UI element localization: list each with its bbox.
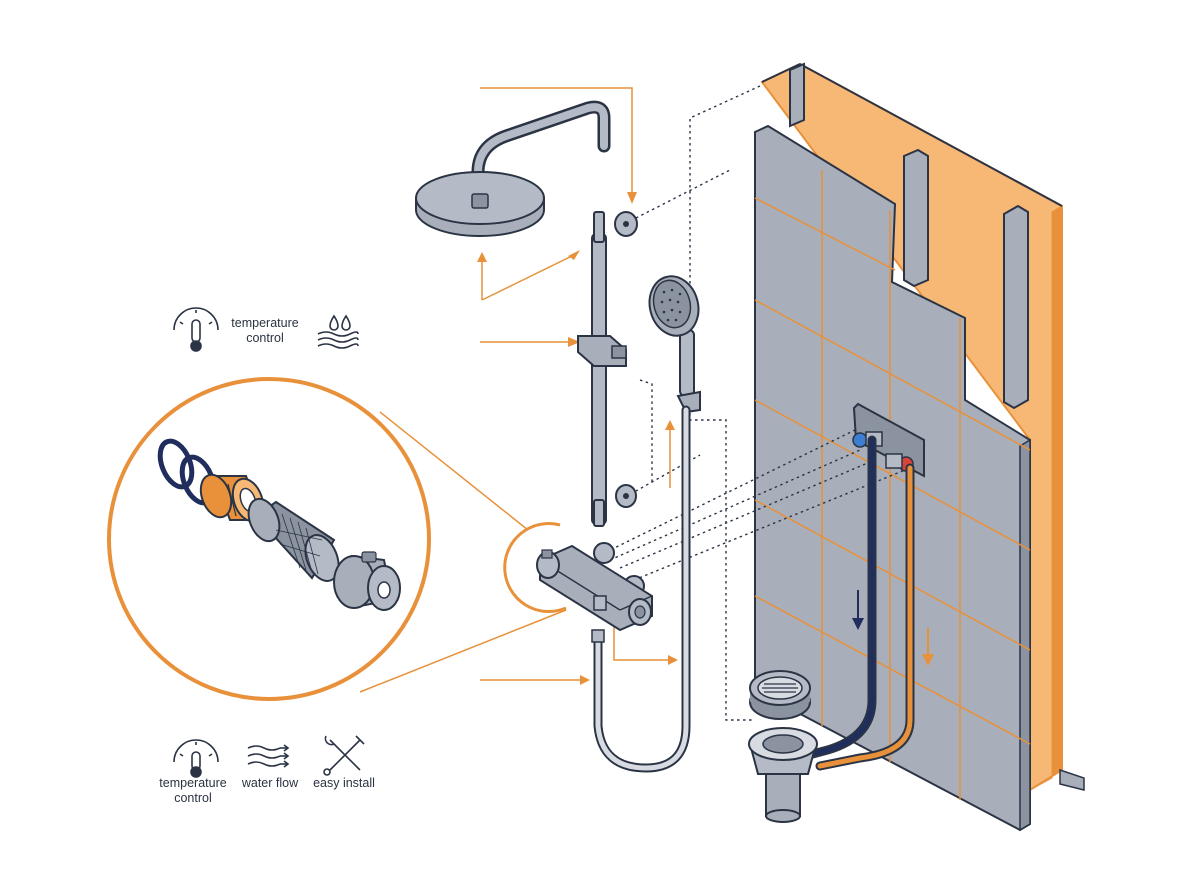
insulation-board-edge: [1029, 205, 1063, 791]
handle-cap: [333, 551, 401, 611]
cold-inlet: [852, 432, 868, 448]
floor-drain-grate: [749, 670, 811, 720]
floor-bracket: [1059, 768, 1085, 791]
easy-install-label: easy install: [299, 776, 389, 791]
wall-flange-top: [614, 211, 638, 237]
wall-flange-bottom: [615, 484, 637, 508]
temperature-control-bottom-line2: control: [174, 791, 212, 805]
rain-shower-head: [415, 100, 611, 237]
installation-guide-lines: [599, 85, 906, 721]
slide-rail: [577, 211, 627, 527]
mixer-highlight-arc: [503, 522, 567, 614]
water-flow-icon: [247, 744, 290, 768]
thermometer-gauge-icon-bottom: [173, 739, 219, 778]
wall-studs: [789, 62, 1029, 410]
wall-assembly: [748, 62, 1085, 832]
temperature-control-label-bottom: temperature control: [148, 776, 238, 806]
temperature-control-top-line2: control: [246, 331, 284, 345]
tiled-wall-panel-edge: [1019, 438, 1031, 832]
easy-install-text: easy install: [313, 776, 375, 790]
shower-hose: [591, 405, 691, 773]
thermometer-gauge-icon: [173, 307, 219, 352]
tools-icon: [323, 735, 365, 776]
temperature-control-top-line1: temperature: [231, 316, 299, 330]
drain-trap: [748, 727, 818, 823]
hand-shower: [648, 275, 701, 414]
water-flow-text: water flow: [241, 776, 299, 790]
mesh-filter: [247, 497, 340, 582]
tile-grout: [754, 170, 1031, 800]
water-flow-label: water flow: [225, 776, 315, 791]
hot-flow-arrow: [922, 628, 934, 666]
cold-flow-arrow: [852, 590, 864, 630]
cartridge-inset: [107, 377, 567, 701]
water-drops-waves-icon: [317, 314, 359, 349]
temperature-control-bottom-line1: temperature: [159, 776, 227, 790]
tiled-wall-panel: [754, 124, 1031, 832]
concealed-valve-box: [852, 402, 925, 478]
thermostatic-mixer: [536, 542, 653, 632]
temperature-control-label-top: temperature control: [220, 316, 310, 346]
